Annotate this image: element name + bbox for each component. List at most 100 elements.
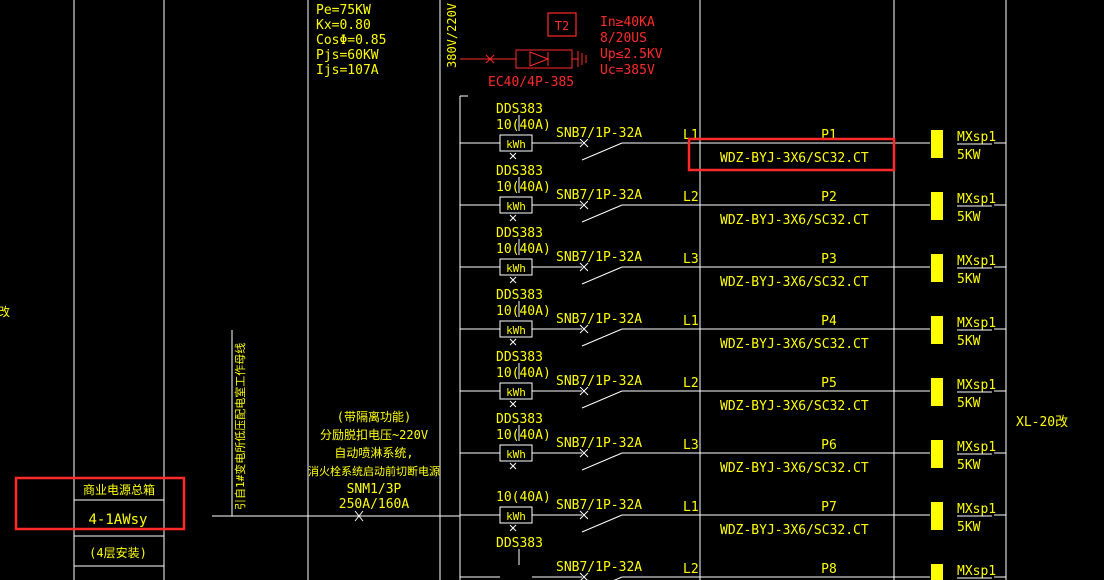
circuit-breaker: SNB7/1P-32A — [556, 250, 642, 265]
riser-label: 引自1#变电所低压配电室工作母线 — [233, 343, 247, 510]
left-edge-char: 改 — [0, 305, 10, 319]
incomer-breaker-type: SNM1/3P — [347, 482, 402, 497]
phase-label: L1 — [683, 500, 699, 515]
load-name: MXsp1 — [957, 316, 996, 331]
incoming-breaker: (带隔离功能) 分励脱扣电压~220V 自动喷淋系统, 消火栓系统启动前切断电源… — [308, 409, 440, 522]
load-symbol — [931, 440, 943, 468]
incomer-note: (带隔离功能) — [337, 409, 411, 424]
kwh-meter: kWh — [506, 510, 526, 523]
kwh-meter: kWh — [506, 324, 526, 337]
cable-spec: WDZ-BYJ-3X6/SC32.CT — [720, 461, 869, 476]
load-power: 5KW — [957, 272, 981, 287]
load-name: MXsp1 — [957, 254, 996, 269]
panel-code: 4-1AWsy — [88, 512, 147, 528]
load-symbol — [931, 378, 943, 406]
phase-label: L3 — [683, 252, 699, 267]
param-line: Pe=75KW — [316, 3, 371, 18]
circuit-name: P5 — [821, 376, 837, 391]
phase-label: L2 — [683, 376, 699, 391]
spd-spec: Up≤2.5KV — [600, 47, 663, 62]
spd-spec: In≥40KA — [600, 15, 655, 30]
phase-label: L1 — [683, 128, 699, 143]
load-power: 5KW — [957, 334, 981, 349]
load-name: MXsp1 — [957, 130, 996, 145]
kwh-meter: kWh — [506, 200, 526, 213]
cable-highlight-box — [687, 137, 896, 172]
load-name: MXsp1 — [957, 440, 996, 455]
spd-spec: 8/20US — [600, 31, 647, 46]
spd-type-box: T2 — [555, 19, 569, 33]
circuit-name: P1 — [821, 128, 837, 143]
circuit-name: P4 — [821, 314, 837, 329]
load-symbol — [931, 192, 943, 220]
load-name: MXsp1 — [957, 564, 996, 579]
meter-model: DDS383 — [496, 350, 543, 365]
load-symbol — [931, 130, 943, 158]
incomer-rating: 250A/160A — [339, 497, 410, 512]
meter-model: DDS383 — [496, 536, 543, 551]
load-power: 5KW — [957, 520, 981, 535]
voltage-label: 380V/220V — [445, 3, 459, 68]
circuit-breaker: SNB7/1P-32A — [556, 436, 642, 451]
meter-model: DDS383 — [496, 226, 543, 241]
kwh-meter: kWh — [506, 138, 526, 151]
load-parameters: Pe=75KW Kx=0.80 CosΦ=0.85 Pjs=60KW Ijs=1… — [316, 3, 386, 78]
param-line: CosΦ=0.85 — [316, 33, 386, 48]
spd-spec: Uc=385V — [600, 63, 655, 78]
meter-rating: 10(40A) — [496, 366, 551, 381]
meter-model: DDS383 — [496, 102, 543, 117]
load-symbol — [931, 502, 943, 530]
phase-label: L2 — [683, 190, 699, 205]
meter-rating: 10(40A) — [496, 118, 551, 133]
meter-rating: 10(40A) — [496, 180, 551, 195]
circuit-name: P7 — [821, 500, 837, 515]
meter-model: DDS383 — [496, 164, 543, 179]
right-panel-label: XL-20改 — [1016, 415, 1068, 430]
circuit-breaker: SNB7/1P-32A — [556, 498, 642, 513]
cable-spec: WDZ-BYJ-3X6/SC32.CT — [720, 523, 869, 538]
circuit-name: P6 — [821, 438, 837, 453]
load-power: 5KW — [957, 210, 981, 225]
circuit-breaker: SNB7/1P-32A — [556, 560, 642, 575]
phase-label: L3 — [683, 438, 699, 453]
meter-rating: 10(40A) — [496, 428, 551, 443]
cable-spec: WDZ-BYJ-3X6/SC32.CT — [720, 399, 869, 414]
load-symbol — [931, 316, 943, 344]
circuit-breaker: SNB7/1P-32A — [556, 374, 642, 389]
frame-lines — [73, 0, 1007, 580]
circuit-breaker: SNB7/1P-32A — [556, 126, 642, 141]
load-power: 5KW — [957, 458, 981, 473]
phase-label: L1 — [683, 314, 699, 329]
circuit-breaker: SNB7/1P-32A — [556, 312, 642, 327]
circuit-name: P8 — [821, 562, 837, 577]
riser: 引自1#变电所低压配电室工作母线 — [212, 330, 460, 517]
phase-label: L2 — [683, 562, 699, 577]
incomer-note: 消火栓系统启动前切断电源 — [308, 464, 440, 478]
panel-note: (4层安装) — [89, 545, 147, 560]
circuit-breaker: SNB7/1P-32A — [556, 188, 642, 203]
param-line: Kx=0.80 — [316, 18, 371, 33]
meter-rating: 10(40A) — [496, 304, 551, 319]
param-line: Ijs=107A — [316, 63, 379, 78]
meter-model: DDS383 — [496, 288, 543, 303]
spd-breaker: EC40/4P-385 — [488, 75, 574, 90]
load-power: 5KW — [957, 148, 981, 163]
circuit-name: P2 — [821, 190, 837, 205]
incomer-note: 自动喷淋系统, — [334, 446, 413, 460]
param-line: Pjs=60KW — [316, 48, 379, 63]
load-name: MXsp1 — [957, 502, 996, 517]
load-power: 5KW — [957, 396, 981, 411]
kwh-meter: kWh — [506, 448, 526, 461]
kwh-meter: kWh — [506, 262, 526, 275]
kwh-meter: kWh — [506, 386, 526, 399]
load-symbol — [931, 254, 943, 282]
